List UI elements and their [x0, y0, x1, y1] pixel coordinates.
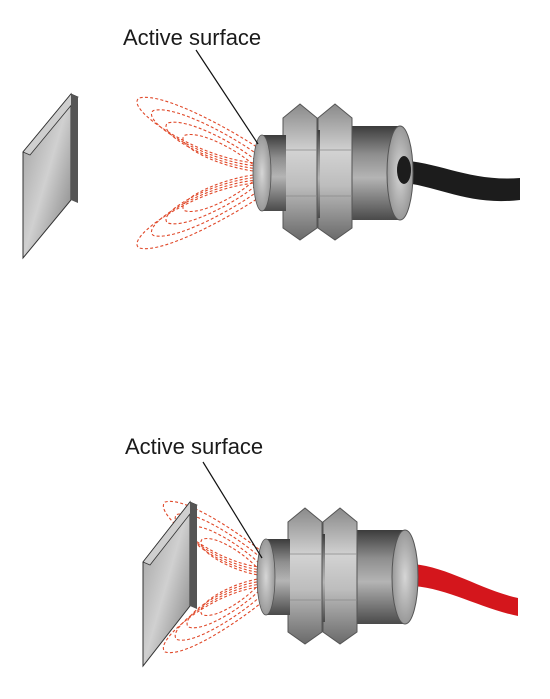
- field-line: [136, 96, 259, 164]
- field-line: [150, 179, 259, 237]
- lock-nut: [317, 103, 353, 241]
- panel-top: Active surface: [22, 25, 520, 260]
- magnetic-field: [136, 96, 259, 250]
- field-line: [165, 176, 259, 225]
- cable: [398, 160, 520, 202]
- field-line: [182, 133, 259, 173]
- field-line: [200, 577, 263, 617]
- label-leader: [202, 461, 263, 559]
- field-line: [162, 500, 263, 568]
- field-line: [200, 537, 263, 577]
- target-plate: [142, 500, 198, 668]
- active-surface-label: Active surface: [123, 25, 261, 50]
- active-surface: [252, 134, 286, 212]
- cable: [404, 563, 518, 616]
- field-line: [162, 586, 263, 654]
- field-line: [150, 109, 259, 167]
- active-surface: [256, 538, 290, 616]
- lock-nut: [287, 507, 323, 645]
- label-leader: [195, 49, 259, 145]
- field-line: [165, 121, 259, 170]
- field-line: [182, 173, 259, 213]
- active-surface-label: Active surface: [125, 434, 263, 459]
- target-plate: [22, 92, 79, 260]
- lock-nut: [322, 507, 358, 645]
- magnetic-field: [162, 500, 263, 654]
- lock-nut: [282, 103, 318, 241]
- panel-bottom: Active surface: [125, 434, 518, 668]
- field-line: [136, 182, 259, 250]
